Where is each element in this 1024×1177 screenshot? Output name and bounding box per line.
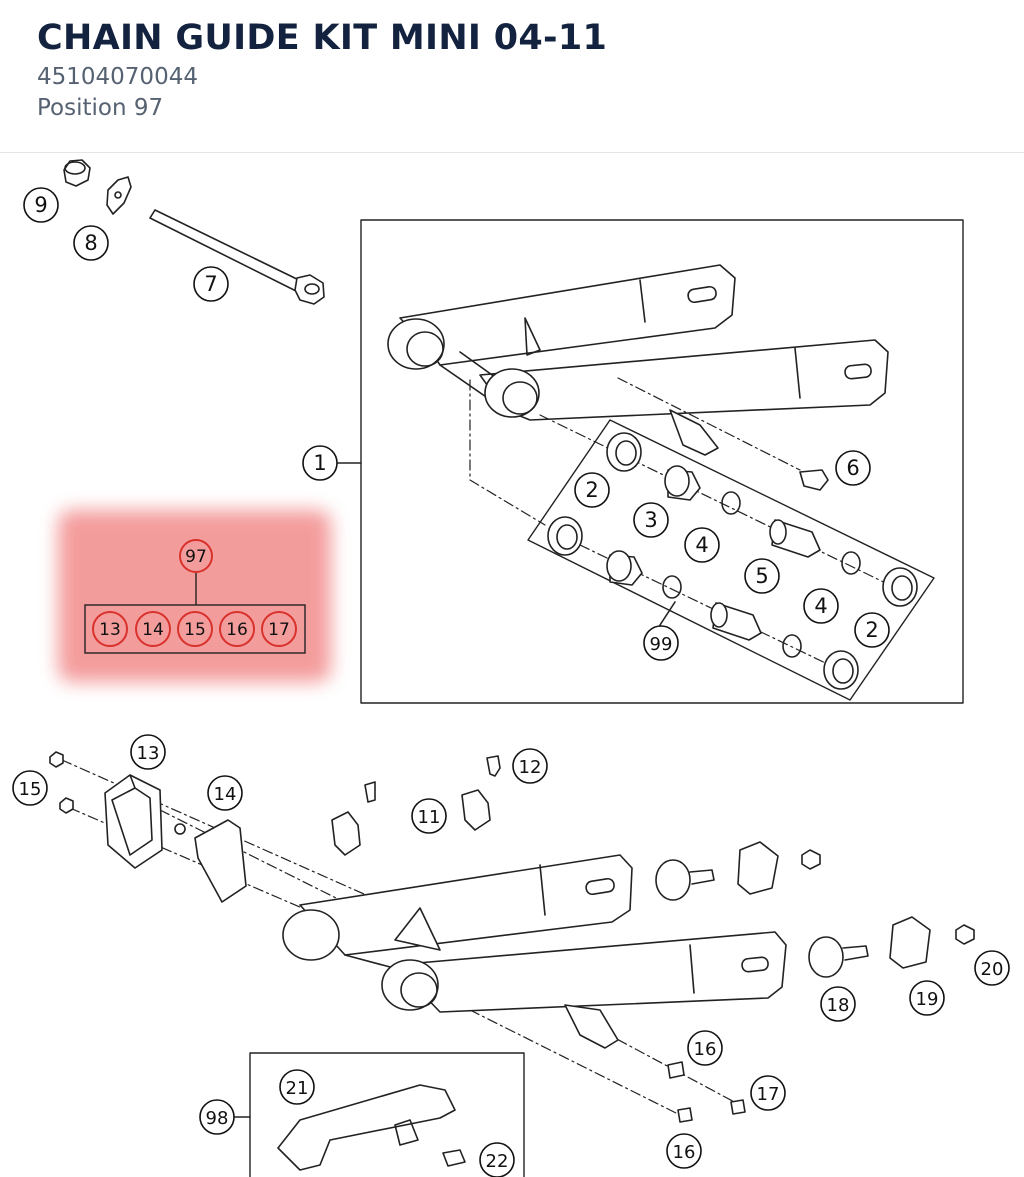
callout-15[interactable]: 15	[19, 779, 42, 800]
bolts-part-16-17	[667, 1061, 746, 1123]
callout-1[interactable]: 1	[313, 451, 326, 475]
callout-6[interactable]: 6	[846, 456, 859, 480]
callout-kit-16[interactable]: 16	[226, 620, 248, 640]
callout-2-upper[interactable]: 2	[585, 478, 598, 502]
bearing-tray	[527, 419, 935, 701]
chain-guide-part-21	[277, 1084, 456, 1171]
callout-16-upper[interactable]: 16	[694, 1039, 717, 1060]
plate-part-8	[106, 176, 132, 215]
callout-circles	[12, 187, 1010, 1177]
callout-3[interactable]: 3	[644, 508, 657, 532]
callout-kit-17[interactable]: 17	[268, 620, 290, 640]
callout-12[interactable]: 12	[519, 757, 542, 778]
swingarm-upper	[387, 264, 889, 456]
callout-17[interactable]: 17	[757, 1084, 780, 1105]
callout-18[interactable]: 18	[827, 995, 850, 1016]
bearing-parts	[547, 432, 918, 690]
exploded-parts-diagram: 97 13 14 15 16 17 9 8	[0, 153, 1024, 1177]
page-title: CHAIN GUIDE KIT MINI 04-11	[37, 18, 608, 58]
callout-9[interactable]: 9	[34, 193, 47, 217]
callout-21[interactable]: 21	[286, 1078, 309, 1099]
callout-kit-15[interactable]: 15	[184, 620, 206, 640]
axle-part-7	[149, 209, 325, 305]
callout-97[interactable]: 97	[185, 547, 207, 567]
callout-4-upper[interactable]: 4	[695, 533, 708, 557]
screw-part-22	[442, 1149, 466, 1167]
diagram-canvas: 97 13 14 15 16 17 9 8	[12, 159, 1010, 1177]
clamps-part-11	[331, 781, 491, 856]
nuts-part-20	[801, 849, 975, 945]
plate-part-14	[174, 819, 247, 903]
callout-20[interactable]: 20	[981, 959, 1004, 980]
callout-kit-14[interactable]: 14	[142, 620, 164, 640]
callout-19[interactable]: 19	[916, 989, 939, 1010]
callout-7[interactable]: 7	[204, 272, 217, 296]
callout-16-lower[interactable]: 16	[673, 1142, 696, 1163]
guide-block-part-13	[104, 774, 163, 869]
callout-98[interactable]: 98	[206, 1108, 229, 1129]
callout-5[interactable]: 5	[755, 564, 768, 588]
callout-kit-13[interactable]: 13	[99, 620, 121, 640]
brackets-part-19	[737, 841, 931, 969]
callout-4-lower[interactable]: 4	[814, 594, 827, 618]
callout-11[interactable]: 11	[418, 807, 441, 828]
highlight-kit-box	[84, 604, 306, 654]
part-number: 45104070044	[37, 64, 198, 90]
callout-99[interactable]: 99	[650, 634, 673, 655]
highlight-kit-97: 97 13 14 15 16 17	[58, 510, 331, 682]
swingarm-frame-box	[360, 219, 964, 704]
callout-14[interactable]: 14	[214, 784, 237, 805]
callout-13[interactable]: 13	[137, 743, 160, 764]
header-divider	[0, 152, 1024, 153]
swingarm-lower	[282, 854, 787, 1049]
page-header: CHAIN GUIDE KIT MINI 04-11 45104070044 P…	[0, 0, 1024, 152]
highlight-glow	[58, 510, 331, 682]
axle-spacers-part-18	[655, 859, 869, 978]
callout-22[interactable]: 22	[486, 1151, 509, 1172]
callout-8[interactable]: 8	[84, 231, 97, 255]
position-label: Position 97	[37, 95, 164, 121]
chain-guide-box	[249, 1052, 525, 1177]
callout-2-lower[interactable]: 2	[865, 618, 878, 642]
nut-part-9	[63, 159, 91, 187]
nuts-part-15	[49, 751, 74, 814]
screw-part-12	[486, 755, 501, 777]
